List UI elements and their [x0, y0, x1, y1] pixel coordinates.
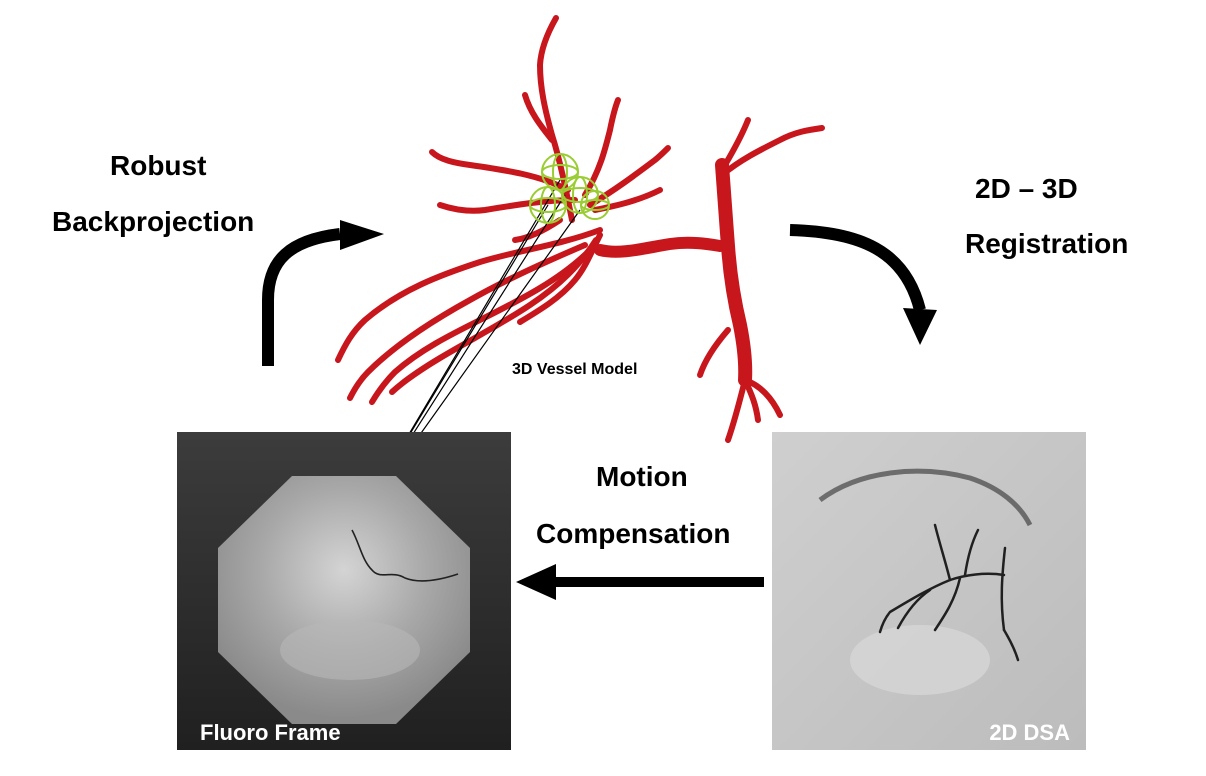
vessel-branch: [587, 145, 671, 208]
vessel-branch: [725, 377, 748, 443]
dsa-vessels: [878, 523, 1020, 662]
registration-label-line1: 2D – 3D: [975, 173, 1078, 204]
vessel-branch: [582, 97, 621, 198]
vessel-branch: [512, 217, 563, 243]
vessel-branch: [389, 237, 599, 395]
vessel-branch: [347, 242, 588, 401]
robust-label: Robust: [110, 150, 207, 181]
vessel-branch: [437, 197, 578, 214]
arrow-motion-compensation: [516, 564, 764, 600]
vessel-branch: [719, 125, 825, 178]
vessel-branch: [719, 117, 751, 173]
vessel-model-label: 3D Vessel Model: [512, 361, 638, 378]
vessel-branch: [369, 247, 593, 405]
dsa-image: 2D DSA: [772, 432, 1086, 750]
registration-label-line2: Registration: [965, 228, 1129, 259]
vessel-branch: [742, 377, 783, 418]
arrow-registration: [789, 224, 937, 345]
vessel-branch: [522, 92, 555, 143]
fluoro-frame-label: Fluoro Frame: [200, 720, 341, 745]
backprojection-markers: [529, 153, 610, 224]
vessel-branch: [517, 232, 603, 325]
fluoro-frame-image: Fluoro Frame: [177, 432, 511, 750]
vessel-branch: [697, 327, 731, 378]
vessel-branch: [335, 227, 603, 363]
motion-label: Motion: [596, 461, 688, 492]
vessel-trunk: [715, 158, 753, 387]
arrow-backprojection: [262, 220, 384, 366]
fluoro-catheter: [351, 529, 459, 582]
compensation-label: Compensation: [536, 518, 731, 549]
dsa-label: 2D DSA: [989, 720, 1070, 745]
backprojection-label: Backprojection: [52, 206, 255, 237]
vessel-trunk: [594, 236, 726, 258]
vessel-branch: [537, 15, 575, 223]
